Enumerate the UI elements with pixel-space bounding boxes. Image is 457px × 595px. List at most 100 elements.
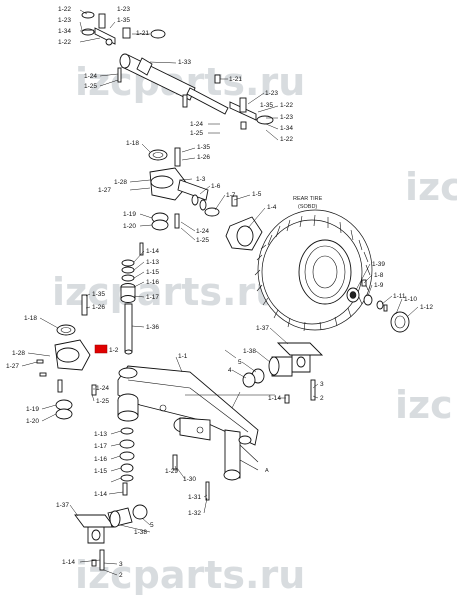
part-label[interactable]: 1-8 bbox=[374, 272, 384, 279]
part-label[interactable]: 1-34 bbox=[58, 28, 71, 35]
part-label[interactable]: 1-35 bbox=[260, 102, 273, 109]
part-label[interactable]: 1-37 bbox=[56, 502, 69, 509]
lower-left-stack bbox=[119, 427, 210, 501]
watermarks: izcparts.ru izcparts.ru izcparts.ru izc … bbox=[52, 60, 457, 595]
part-label[interactable]: 1-14 bbox=[146, 248, 159, 255]
part-label[interactable]: 1-20 bbox=[26, 418, 39, 425]
part-label[interactable]: 1-5 bbox=[252, 191, 262, 198]
part-label[interactable]: 3 bbox=[119, 561, 123, 568]
part-label[interactable]: 1-22 bbox=[280, 136, 293, 143]
watermark-4: izc bbox=[405, 165, 457, 209]
leader-lines bbox=[21, 9, 419, 576]
kingpin-stack bbox=[120, 242, 144, 355]
part-label[interactable]: 1-24 bbox=[190, 121, 203, 128]
part-label[interactable]: 1-15 bbox=[146, 269, 159, 276]
watermark-3: izcparts.ru bbox=[75, 553, 305, 595]
part-label[interactable]: 1-20 bbox=[123, 223, 136, 230]
axle-beam bbox=[117, 365, 275, 481]
rear-tire-label: REAR TIRE bbox=[293, 196, 323, 202]
part-label[interactable]: 1-26 bbox=[92, 304, 105, 311]
part-label[interactable]: 1-25 bbox=[196, 237, 209, 244]
part-label[interactable]: 1-25 bbox=[96, 398, 109, 405]
part-label[interactable]: 1-24 bbox=[84, 73, 97, 80]
part-label[interactable]: 1-31 bbox=[188, 494, 201, 501]
bottom-mount bbox=[74, 504, 148, 571]
watermark-5: izc bbox=[395, 383, 453, 427]
part-label[interactable]: 1-16 bbox=[146, 279, 159, 286]
part-label[interactable]: 1-26 bbox=[197, 154, 210, 161]
part-label[interactable]: 1-18 bbox=[126, 140, 139, 147]
part-label[interactable]: 1-24 bbox=[196, 228, 209, 235]
part-label[interactable]: 1-37 bbox=[256, 325, 269, 332]
part-label[interactable]: 1-12 bbox=[420, 304, 433, 311]
part-label[interactable]: 1-14 bbox=[94, 491, 107, 498]
part-label[interactable]: 1-17 bbox=[94, 443, 107, 450]
part-label[interactable]: 1-19 bbox=[123, 211, 136, 218]
part-label[interactable]: 1-2 bbox=[109, 347, 119, 354]
steering-cylinder bbox=[81, 11, 274, 130]
part-label[interactable]: 1-23 bbox=[280, 114, 293, 121]
rear-tire: REAR TIRE (SOBD) bbox=[254, 196, 373, 332]
part-label[interactable]: 1-21 bbox=[229, 76, 242, 83]
part-label[interactable]: 5 bbox=[238, 359, 242, 366]
part-label[interactable]: 1-30 bbox=[183, 476, 196, 483]
part-labels: 1-22 1-23 1-35 1-23 1-34 1-22 1-21 1-33 … bbox=[6, 6, 433, 579]
part-label[interactable]: 5 bbox=[150, 522, 154, 529]
part-label[interactable]: 1-24 bbox=[96, 385, 109, 392]
part-label[interactable]: 1-22 bbox=[280, 102, 293, 109]
part-label[interactable]: 1-36 bbox=[146, 324, 159, 331]
part-label[interactable]: 1-14 bbox=[268, 395, 281, 402]
highlighted-part-marker bbox=[94, 344, 108, 354]
part-label[interactable]: 1-1 bbox=[178, 353, 188, 360]
part-label[interactable]: 1-38 bbox=[243, 348, 256, 355]
part-label[interactable]: 1-23 bbox=[117, 6, 130, 13]
part-label[interactable]: 1-32 bbox=[188, 510, 201, 517]
part-label[interactable]: 1-29 bbox=[165, 468, 178, 475]
part-label[interactable]: 1-35 bbox=[117, 17, 130, 24]
part-label[interactable]: 1-35 bbox=[92, 291, 105, 298]
part-label[interactable]: 1-28 bbox=[12, 350, 25, 357]
part-label[interactable]: 1-13 bbox=[94, 431, 107, 438]
part-label[interactable]: 2 bbox=[119, 572, 123, 579]
right-mount bbox=[242, 342, 324, 404]
part-label[interactable]: 1-25 bbox=[84, 83, 97, 90]
part-label[interactable]: 1-22 bbox=[58, 39, 71, 46]
part-label[interactable]: 4 bbox=[228, 367, 232, 374]
part-label[interactable]: 1-34 bbox=[280, 125, 293, 132]
rear-tire-code: (SOBD) bbox=[298, 204, 317, 210]
hub-parts-right bbox=[346, 279, 410, 333]
part-label[interactable]: 1-39 bbox=[372, 261, 385, 268]
part-label[interactable]: 1-13 bbox=[146, 259, 159, 266]
part-label[interactable]: 1-28 bbox=[114, 179, 127, 186]
upper-knuckle bbox=[148, 147, 263, 251]
part-label[interactable]: 1-21 bbox=[136, 30, 149, 37]
part-label[interactable]: 1-17 bbox=[146, 294, 159, 301]
part-label[interactable]: 1-4 bbox=[267, 204, 277, 211]
part-label[interactable]: 1-33 bbox=[178, 59, 191, 66]
part-label[interactable]: 1-10 bbox=[404, 296, 417, 303]
part-label[interactable]: 1-19 bbox=[26, 406, 39, 413]
part-label[interactable]: 1-22 bbox=[58, 6, 71, 13]
part-label[interactable]: 3 bbox=[320, 381, 324, 388]
part-label[interactable]: 1-23 bbox=[265, 90, 278, 97]
part-label[interactable]: 1-27 bbox=[98, 187, 111, 194]
part-label[interactable]: 1-6 bbox=[211, 183, 221, 190]
part-label[interactable]: 1-9 bbox=[374, 282, 384, 289]
part-label[interactable]: 1-18 bbox=[24, 315, 37, 322]
part-label[interactable]: 1-23 bbox=[58, 17, 71, 24]
part-label[interactable]: 1-14 bbox=[62, 559, 75, 566]
part-label[interactable]: 1-7 bbox=[226, 192, 236, 199]
part-label[interactable]: 1-35 bbox=[197, 144, 210, 151]
part-label[interactable]: 1-38 bbox=[134, 529, 147, 536]
part-label[interactable]: 1-27 bbox=[6, 363, 19, 370]
part-label[interactable]: 1-16 bbox=[94, 456, 107, 463]
point-a-label: A bbox=[265, 468, 269, 474]
part-label[interactable]: 1-3 bbox=[196, 176, 206, 183]
part-label[interactable]: 1-25 bbox=[190, 130, 203, 137]
part-label[interactable]: 2 bbox=[320, 395, 324, 402]
part-label[interactable]: 1-15 bbox=[94, 468, 107, 475]
watermark-2: izcparts.ru bbox=[52, 270, 282, 314]
part-label[interactable]: 1-11 bbox=[393, 293, 406, 300]
